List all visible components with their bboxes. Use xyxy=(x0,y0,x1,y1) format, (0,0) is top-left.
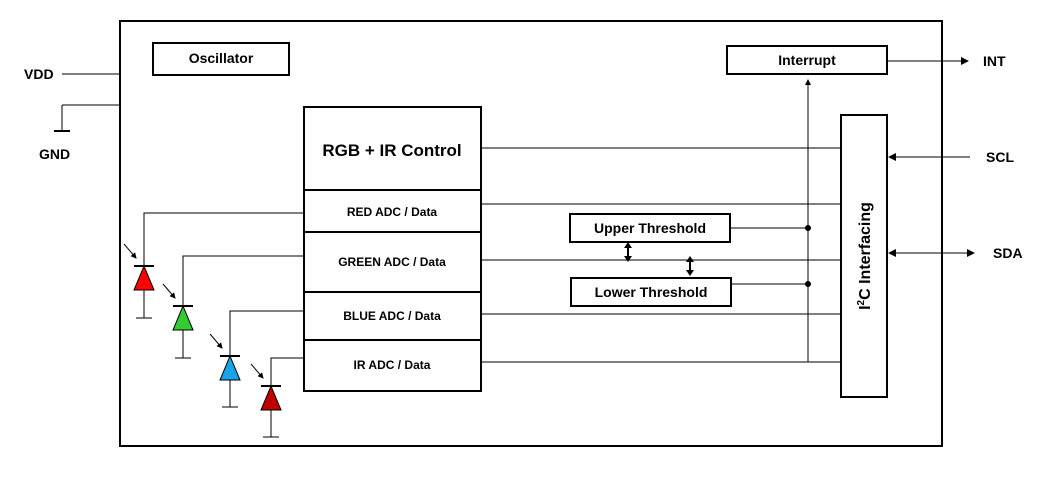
green-adc-label: GREEN ADC / Data xyxy=(338,255,446,269)
red-diode-icon xyxy=(133,264,155,291)
ground-symbol xyxy=(54,104,120,132)
i2c-block xyxy=(840,114,888,398)
i2c-label: I2C Interfacing xyxy=(856,202,874,310)
ir-adc-label: IR ADC / Data xyxy=(354,358,431,372)
red-adc-label: RED ADC / Data xyxy=(347,205,438,219)
green-adc-block xyxy=(303,231,482,293)
chip-outline xyxy=(119,20,943,447)
blue-adc-label: BLUE ADC / Data xyxy=(343,309,441,323)
red-photodiode xyxy=(123,212,304,319)
ir-photodiode xyxy=(250,357,304,438)
int-label: INT xyxy=(983,53,1006,69)
scl-label: SCL xyxy=(986,149,1014,165)
oscillator-block xyxy=(152,42,290,76)
upper-threshold-double-arrow xyxy=(624,242,632,262)
upper-threshold-label: Upper Threshold xyxy=(594,220,706,236)
ir-diode-icon xyxy=(260,384,282,411)
gnd-label: GND xyxy=(39,146,70,162)
green-photodiode xyxy=(162,255,304,359)
lower-threshold-label: Lower Threshold xyxy=(595,284,708,300)
green-diode-icon xyxy=(172,304,194,331)
ir-adc-block xyxy=(303,339,482,392)
junction-dot-upper xyxy=(805,225,811,231)
blue-diode-icon xyxy=(219,354,241,381)
lower-threshold-double-arrow xyxy=(686,256,694,276)
oscillator-label: Oscillator xyxy=(189,50,254,66)
blue-photodiode xyxy=(209,310,304,408)
blue-adc-block xyxy=(303,291,482,341)
lower-threshold-block xyxy=(570,277,732,307)
interrupt-label: Interrupt xyxy=(778,52,836,68)
sda-label: SDA xyxy=(993,245,1023,261)
vdd-label: VDD xyxy=(24,66,54,82)
junction-dot-lower xyxy=(805,281,811,287)
rgb-ir-control-label: RGB + IR Control xyxy=(322,141,461,160)
interrupt-block xyxy=(726,45,888,75)
